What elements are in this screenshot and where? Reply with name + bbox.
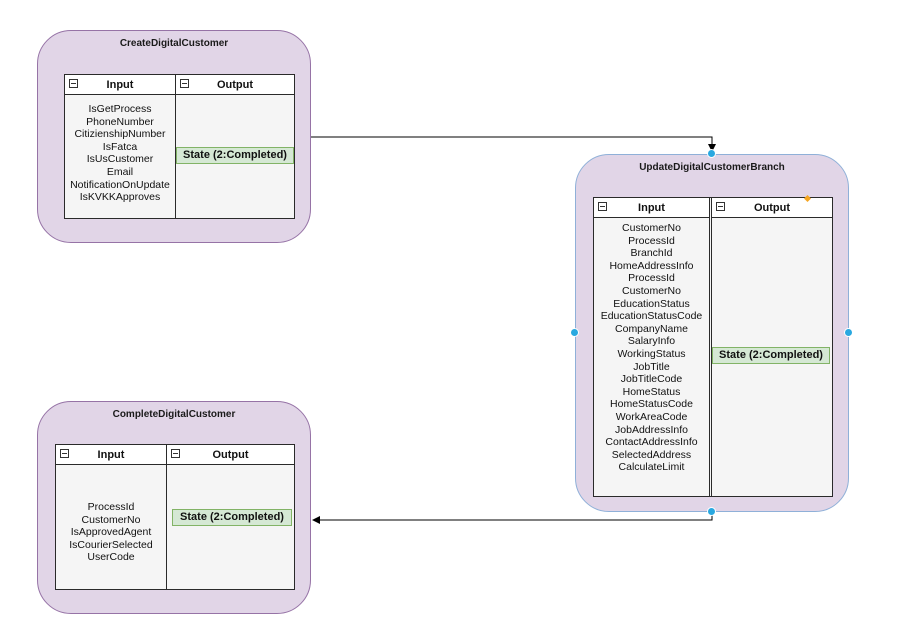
input-param: IsGetProcess: [88, 103, 152, 115]
edge-update-to-complete[interactable]: [312, 512, 713, 524]
input-param: ProcessId: [87, 501, 135, 513]
output-column: Output State (2:Completed): [176, 75, 294, 218]
input-param: IsCourierSelected: [69, 538, 153, 551]
input-header: Input: [65, 75, 175, 95]
output-header: Output: [712, 198, 832, 218]
input-param: SalaryInfo: [627, 335, 676, 348]
selection-handle-right[interactable]: [844, 328, 853, 337]
input-header: Input: [56, 445, 166, 465]
input-param: JobAddressInfo: [615, 423, 688, 436]
input-param: IsKVKKApproves: [79, 191, 161, 204]
output-header: Output: [167, 445, 294, 465]
edge-create-to-update[interactable]: [311, 136, 716, 152]
state-badge[interactable]: State (2:Completed): [172, 509, 292, 526]
selection-handle-bottom[interactable]: [707, 507, 716, 516]
state-badge[interactable]: State (2:Completed): [176, 147, 294, 164]
output-column: Output State (2:Completed): [712, 198, 832, 496]
input-param: NotificationOnUpdate: [70, 178, 170, 191]
node-title: CreateDigitalCustomer: [119, 38, 229, 49]
input-param: SelectedAddress: [611, 448, 692, 461]
input-param: JobTitle: [633, 360, 670, 373]
node-update-digital-customer-branch[interactable]: UpdateDigitalCustomerBranch Input Custom…: [575, 154, 849, 512]
input-param: IsFatca: [102, 140, 138, 153]
output-column: Output State (2:Completed): [167, 445, 294, 589]
node-title: UpdateDigitalCustomerBranch: [639, 162, 785, 173]
node-title: CompleteDigitalCustomer: [112, 409, 236, 420]
collapse-icon[interactable]: [60, 449, 69, 458]
collapse-icon[interactable]: [180, 79, 189, 88]
output-header: Output: [176, 75, 294, 95]
input-param: CitizienshipNumber: [74, 128, 166, 141]
node-create-digital-customer[interactable]: CreateDigitalCustomer Input IsGetProcess…: [37, 30, 311, 243]
selection-handle-top[interactable]: [707, 149, 716, 158]
collapse-icon[interactable]: [598, 202, 607, 211]
collapse-icon[interactable]: [69, 79, 78, 88]
input-param: EducationStatus: [613, 297, 690, 310]
input-param: CompanyName: [615, 322, 688, 335]
input-param: HomeAddressInfo: [609, 259, 694, 272]
input-param: CustomerNo: [622, 222, 681, 234]
input-param: JobTitleCode: [620, 373, 683, 386]
input-param: WorkAreaCode: [615, 410, 688, 423]
input-param: CustomerNo: [81, 513, 141, 526]
selection-handle-left[interactable]: [570, 328, 579, 337]
input-param: Email: [106, 165, 134, 178]
input-param: EducationStatusCode: [600, 310, 703, 323]
collapse-icon[interactable]: [171, 449, 180, 458]
input-param: UserCode: [87, 551, 135, 564]
input-param: BranchId: [630, 247, 673, 260]
input-param: ProcessId: [628, 272, 675, 285]
input-param: CalculateLimit: [618, 461, 685, 474]
input-param: CustomerNo: [622, 284, 681, 297]
input-param: IsApprovedAgent: [70, 526, 152, 539]
input-param: IsUsCustomer: [86, 153, 154, 166]
input-param: ProcessId: [628, 234, 675, 247]
collapse-icon[interactable]: [716, 202, 725, 211]
input-param: PhoneNumber: [86, 115, 154, 128]
input-header: Input: [594, 198, 709, 218]
state-badge[interactable]: State (2:Completed): [712, 347, 830, 364]
input-param: HomeStatus: [622, 385, 681, 398]
input-param: ContactAddressInfo: [605, 436, 698, 449]
input-param: WorkingStatus: [617, 347, 686, 360]
input-param: HomeStatusCode: [610, 398, 693, 411]
